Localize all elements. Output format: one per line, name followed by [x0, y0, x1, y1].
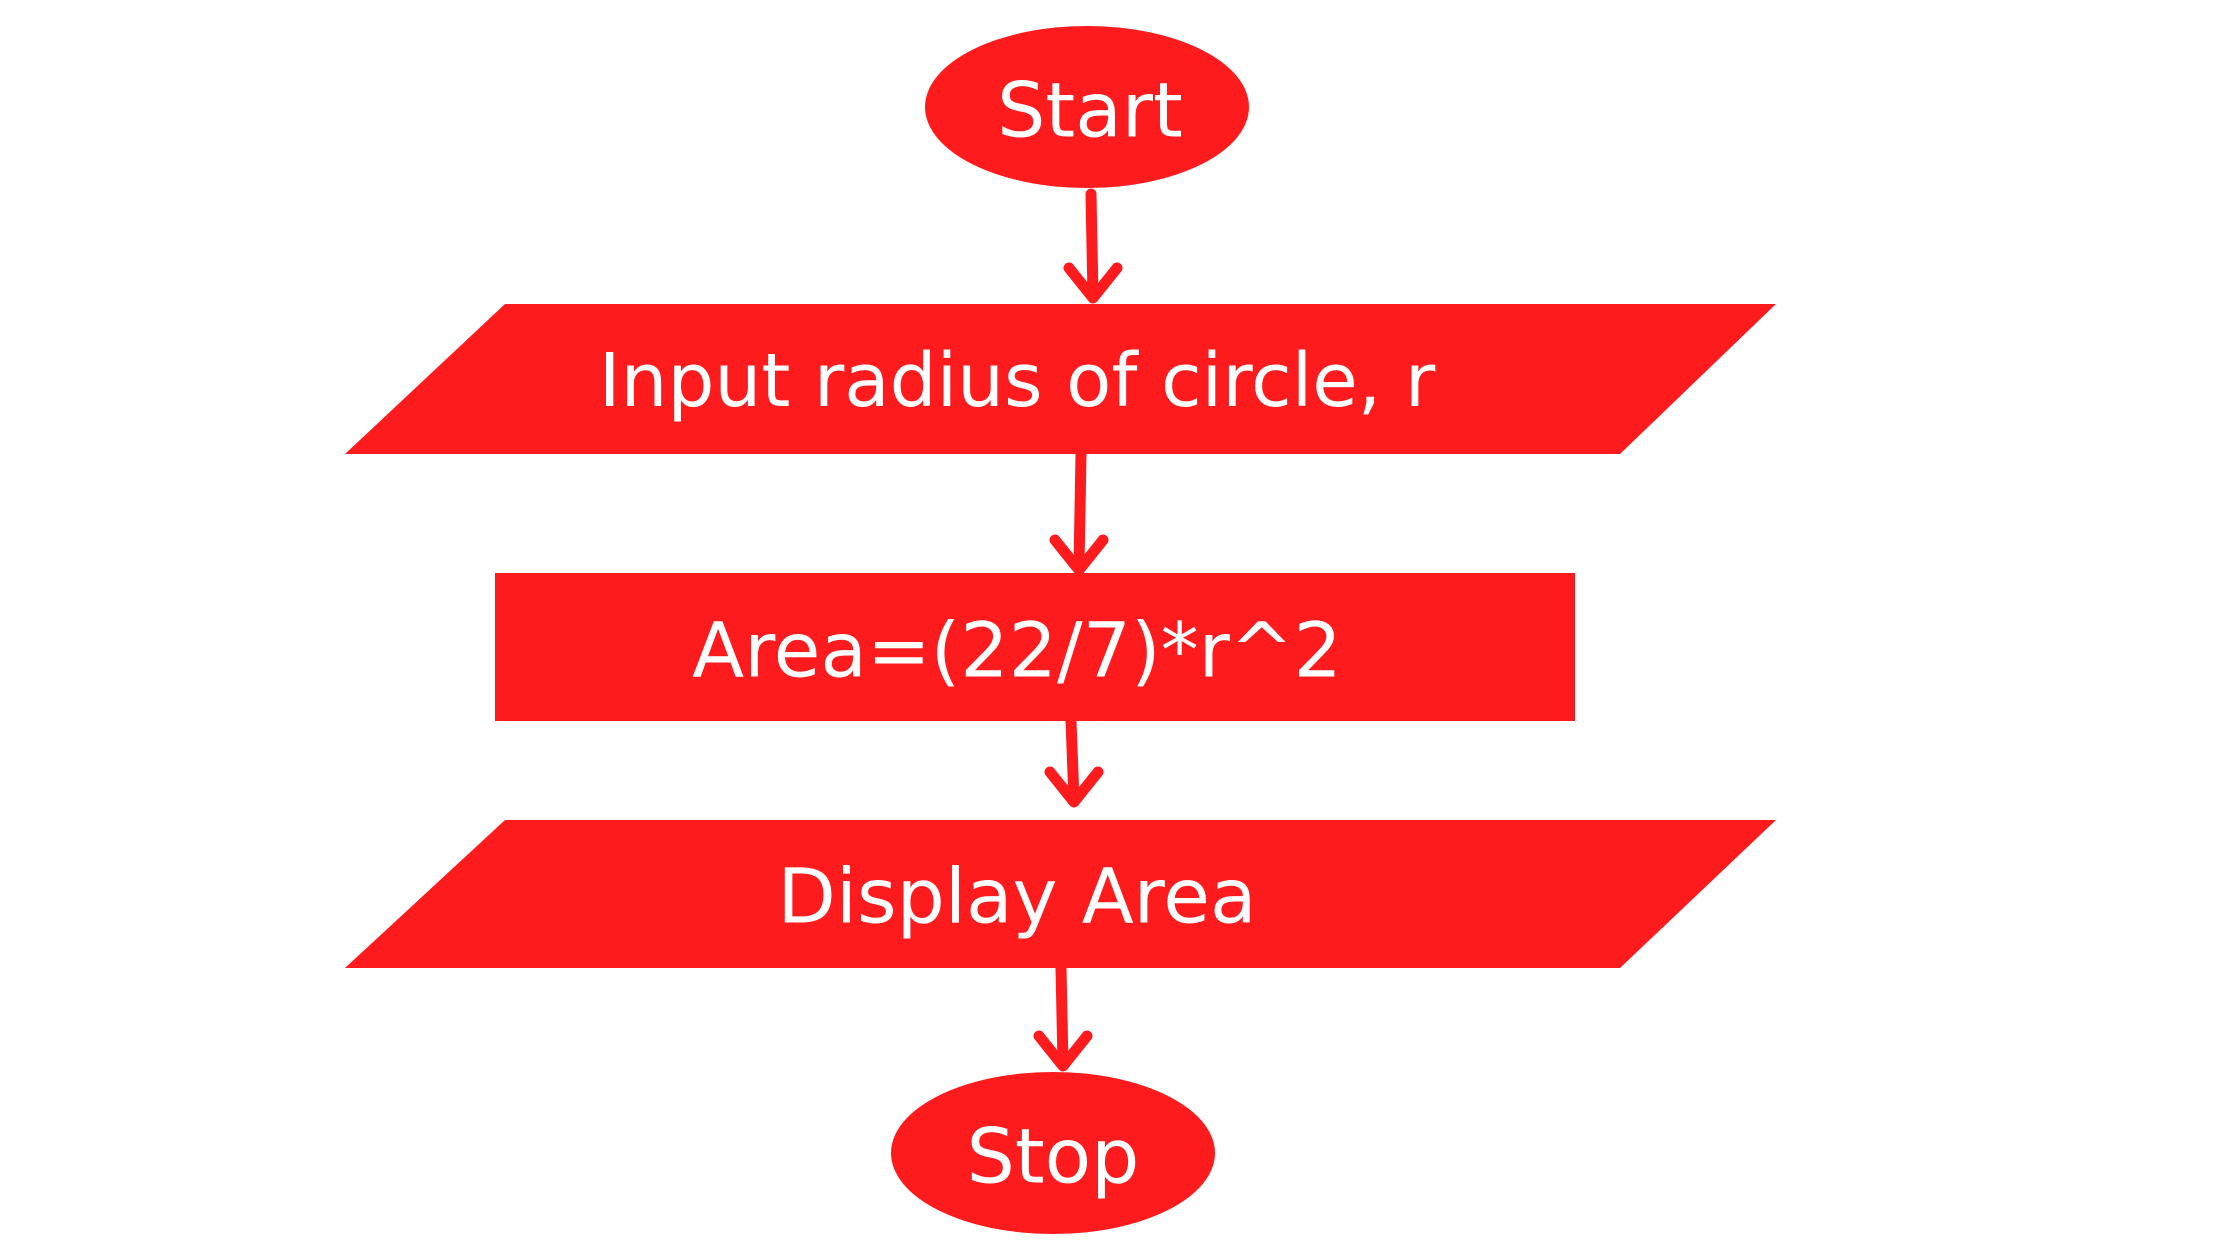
arrow-process-to-output	[1050, 715, 1098, 802]
output-node: Display Area	[345, 820, 1776, 968]
process-node: Area=(22/7)*r^2	[495, 573, 1575, 721]
process-label: Area=(22/7)*r^2	[692, 606, 1342, 695]
stop-node: Stop	[891, 1072, 1215, 1234]
stop-label: Stop	[967, 1112, 1140, 1201]
arrow-input-to-process	[1055, 448, 1103, 570]
arrow-start-to-input	[1069, 188, 1117, 298]
start-node: Start	[925, 26, 1249, 188]
output-label: Display Area	[777, 852, 1256, 941]
arrow-output-to-stop	[1039, 962, 1087, 1066]
input-node: Input radius of circle, r	[345, 304, 1776, 454]
start-label: Start	[997, 66, 1183, 155]
input-label: Input radius of circle, r	[599, 338, 1436, 424]
